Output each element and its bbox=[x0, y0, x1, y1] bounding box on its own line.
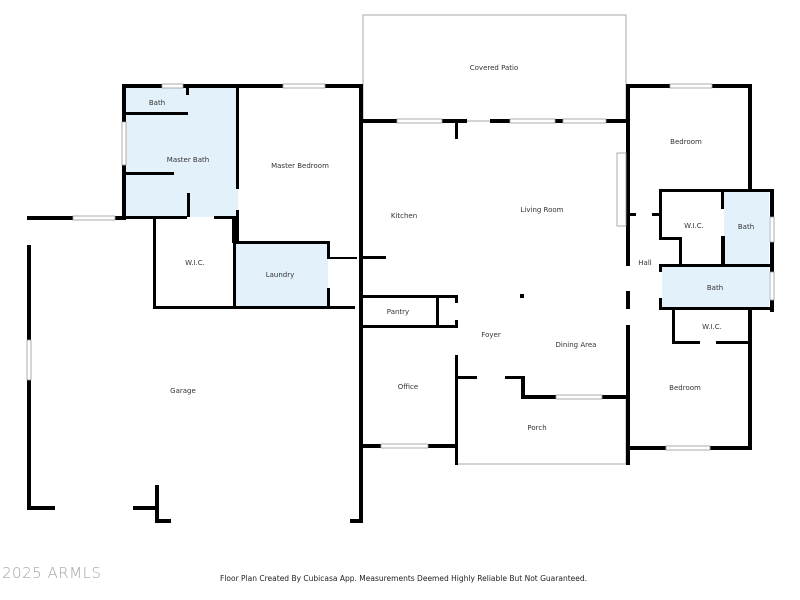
room-label-master-bath: Master Bath bbox=[166, 156, 210, 164]
room-label-dining-area: Dining Area bbox=[555, 341, 597, 349]
watermark: 2025 ARMLS bbox=[2, 564, 102, 582]
room-label-bath-right-mid: Bath bbox=[706, 284, 724, 292]
room-label-garage: Garage bbox=[170, 387, 196, 395]
room-label-wic-right-top: W.I.C. bbox=[684, 222, 704, 230]
room-label-foyer: Foyer bbox=[481, 331, 501, 339]
room-label-pantry: Pantry bbox=[386, 308, 410, 316]
room-label-hall: Hall bbox=[638, 259, 652, 267]
disclaimer-text: Floor Plan Created By Cubicasa App. Meas… bbox=[220, 574, 588, 583]
room-label-kitchen: Kitchen bbox=[390, 212, 418, 220]
room-label-office: Office bbox=[397, 383, 419, 391]
room-label-wic-master: W.I.C. bbox=[185, 259, 205, 267]
room-label-bedroom-top: Bedroom bbox=[670, 138, 702, 146]
room-label-bedroom-bottom: Bedroom bbox=[669, 384, 701, 392]
walls bbox=[27, 84, 774, 523]
room-label-laundry: Laundry bbox=[265, 271, 295, 279]
room-label-covered-patio: Covered Patio bbox=[469, 64, 519, 72]
windows bbox=[26, 83, 775, 451]
room-label-bath-right-top: Bath bbox=[737, 223, 755, 231]
room-label-master-bedroom: Master Bedroom bbox=[271, 162, 329, 170]
room-label-living-room: Living Room bbox=[520, 206, 564, 214]
room-label-porch: Porch bbox=[527, 424, 547, 432]
wet-room-fills bbox=[126, 87, 769, 308]
room-label-bath: Bath bbox=[148, 99, 166, 107]
room-label-wic-right-bottom: W.I.C. bbox=[702, 323, 722, 331]
